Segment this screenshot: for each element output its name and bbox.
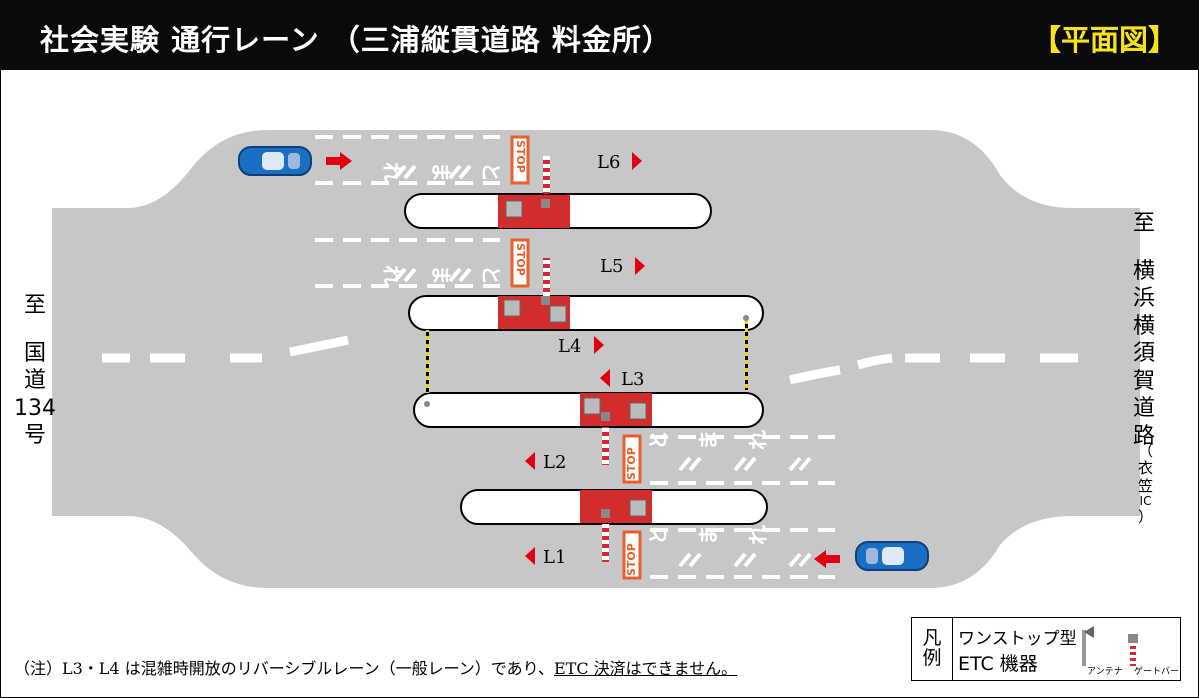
- dest-right-sub-1: 衣: [1138, 459, 1154, 478]
- direction-arrows: [326, 152, 840, 568]
- lane-labels: L6 L5 L4 L3 L2 L1: [543, 152, 644, 568]
- stop-label-l1: STOP: [625, 543, 638, 576]
- dest-right-7: 路: [1133, 423, 1156, 449]
- legend-head-1: 例: [922, 647, 942, 669]
- legend-head: 凡 例: [912, 618, 953, 680]
- footnote-text: （注）L3・L4 は混雑時開放のリバーシブルレーン（一般レーン）であり、: [14, 659, 554, 678]
- dest-left-1: 国: [23, 340, 46, 366]
- road-surface: [52, 130, 1140, 588]
- reversible-poles: [424, 315, 749, 407]
- dest-right-4: 須: [1133, 341, 1156, 366]
- lane-l6-arrow-icon: [632, 152, 642, 170]
- dest-right-5: 賀: [1133, 368, 1156, 394]
- lane-label-l2: L2: [543, 452, 566, 473]
- lane-label-l4: L4: [558, 336, 581, 357]
- stop-labels: STOP STOP STOP STOP: [514, 140, 638, 576]
- gate-bars: [541, 156, 610, 562]
- gate-bar-icon: [1130, 642, 1136, 666]
- dest-right-sub-4: ）: [1138, 507, 1154, 526]
- lane-l2-arrow-icon: [525, 452, 535, 470]
- dest-right-0: 至: [1133, 211, 1156, 236]
- dest-left-4: 号: [23, 423, 46, 448]
- etc-booths: [498, 195, 652, 523]
- dest-right-6: 道: [1133, 396, 1156, 421]
- antenna-icon: [1082, 630, 1086, 666]
- dest-left-3: 134: [14, 395, 56, 421]
- dest-right-sub-2: 笠: [1138, 476, 1154, 495]
- legend-line2: ETC 機器: [958, 653, 1038, 675]
- tomare-l2-2: ま: [696, 430, 720, 450]
- lane-l1-arrow-icon: [525, 547, 535, 565]
- arrow-in-right-icon: [326, 152, 352, 170]
- legend-gate-label: ゲートバー: [1134, 667, 1180, 677]
- legend-line1: ワンストップ型: [958, 629, 1077, 649]
- tomare-l2-3: れ: [746, 430, 770, 450]
- dest-right-2: 浜: [1133, 286, 1156, 311]
- tomare-l5-2: ま: [429, 265, 453, 285]
- stop-label-l6: STOP: [514, 140, 527, 173]
- toll-plaza-map: STOP STOP STOP STOP れ ま と れ ま と と ま れ と …: [52, 130, 1140, 588]
- lane-l5-arrow-icon: [635, 257, 645, 275]
- dest-left-2: 道: [23, 368, 46, 393]
- destination-right-sub: （ 衣 笠 IC ）: [1138, 442, 1154, 526]
- legend-box: 凡 例 ワンストップ型 ETC 機器 アンテナ ゲートバー: [911, 617, 1181, 681]
- dest-right-sub-0: （: [1138, 442, 1154, 460]
- dest-left-0: 至: [23, 293, 46, 318]
- lane-label-l5: L5: [600, 256, 623, 277]
- legend-antenna-label: アンテナ: [1087, 667, 1123, 677]
- stop-markings: [510, 135, 642, 580]
- lane-l3-arrow-icon: [600, 369, 610, 387]
- footnote-underlined: ETC 決済はできません。: [553, 659, 738, 678]
- footnote: （注）L3・L4 は混雑時開放のリバーシブルレーン（一般レーン）であり、ETC …: [14, 655, 737, 679]
- car-bottom-icon: [855, 541, 929, 571]
- lane-label-l1: L1: [543, 547, 566, 568]
- legend-head-0: 凡: [922, 627, 942, 650]
- tomare-l6-2: ま: [429, 162, 453, 182]
- tomare-l6-3: と: [479, 162, 503, 182]
- dest-right-3: 横: [1133, 313, 1156, 339]
- legend-icons: [1082, 626, 1138, 666]
- tomare-l1-1: と: [646, 525, 670, 545]
- plan-view-badge: 【平面図】: [1031, 23, 1177, 57]
- dest-right-sub-3: IC: [1139, 493, 1152, 508]
- chevron-markings: [393, 164, 812, 568]
- car-top-icon: [238, 146, 312, 176]
- lane-label-l6: L6: [597, 152, 620, 173]
- lane-label-l3: L3: [621, 369, 644, 390]
- dest-right-1: 横: [1133, 258, 1156, 284]
- center-dashes: [102, 335, 1078, 385]
- destination-left: 至 国 道 134 号: [14, 292, 56, 450]
- tomare-l5-3: と: [479, 265, 503, 285]
- tomare-l1-2: ま: [696, 525, 720, 545]
- lane-l4-arrow-icon: [594, 336, 604, 354]
- header-bar: 社会実験 通行レーン （三浦縦貫道路 料金所） 【平面図】: [0, 0, 1199, 70]
- page-title: 社会実験 通行レーン （三浦縦貫道路 料金所）: [40, 23, 672, 57]
- tomare-l1-3: れ: [746, 525, 770, 545]
- stop-label-l5: STOP: [514, 243, 527, 276]
- tomare-l2-1: と: [646, 430, 670, 450]
- arrow-in-left-icon: [814, 550, 840, 568]
- stop-label-l2: STOP: [625, 447, 638, 480]
- lane-edge-dashes: [315, 135, 835, 579]
- destination-right: 至 横 浜 横 須 賀 道 路: [1133, 210, 1155, 450]
